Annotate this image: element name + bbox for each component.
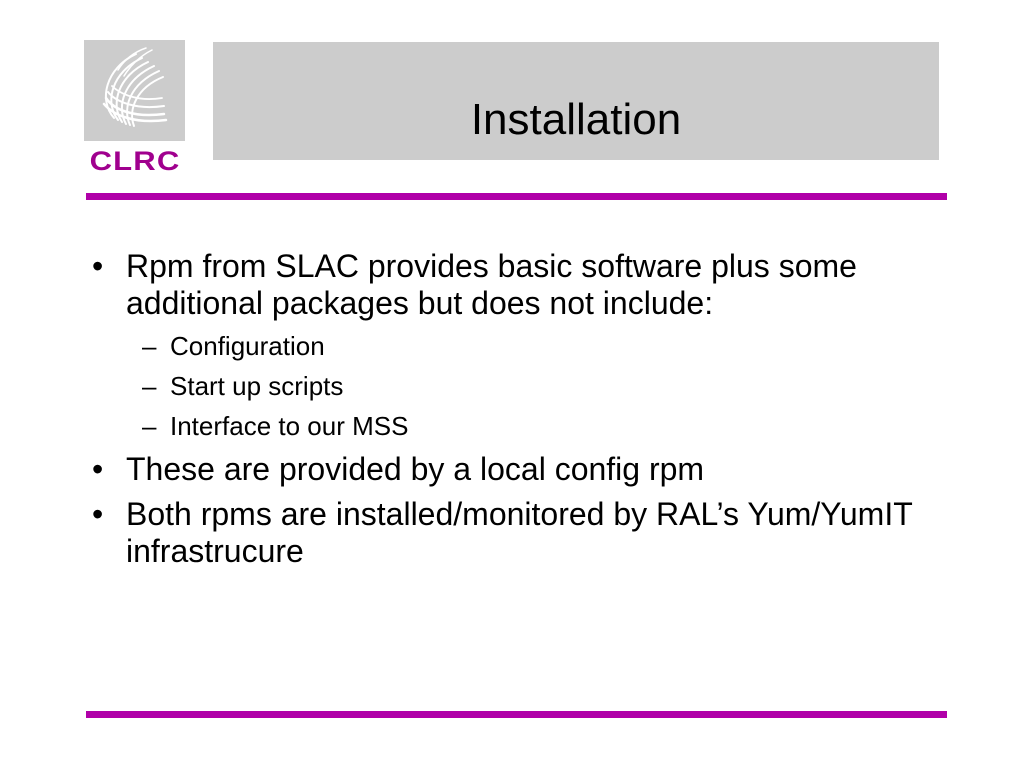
globe-swirl-icon bbox=[102, 47, 168, 127]
bullet-list: • Rpm from SLAC provides basic software p… bbox=[86, 248, 946, 578]
logo-emblem bbox=[84, 40, 185, 141]
slide-title: Installation bbox=[470, 95, 682, 144]
sub-bullet-text: Start up scripts bbox=[170, 371, 344, 401]
bullet-marker: • bbox=[92, 496, 104, 532]
sub-bullet-marker: – bbox=[142, 371, 157, 401]
sub-bullet-list: –Configuration–Start up scripts–Interfac… bbox=[86, 330, 946, 443]
bullet-item: • Both rpms are installed/monitored by RA… bbox=[86, 496, 946, 570]
sub-bullet-marker: – bbox=[142, 411, 157, 441]
sub-bullet-item: –Configuration bbox=[86, 330, 946, 363]
bullet-text: Both rpms are installed/monitored by RAL… bbox=[126, 496, 913, 569]
bottom-divider bbox=[86, 711, 947, 718]
sub-bullet-text: Configuration bbox=[170, 331, 325, 361]
logo-wordmark: CLRC bbox=[89, 146, 181, 176]
bullet-text: Rpm from SLAC provides basic software pl… bbox=[126, 248, 857, 321]
bullet-text: These are provided by a local config rpm bbox=[126, 451, 705, 487]
sub-bullet-item: –Interface to our MSS bbox=[86, 410, 946, 443]
sub-bullet-marker: – bbox=[142, 331, 157, 361]
top-divider bbox=[86, 193, 947, 200]
sub-bullet-text: Interface to our MSS bbox=[170, 411, 409, 441]
bullet-marker: • bbox=[92, 248, 104, 284]
sub-bullet-item: –Start up scripts bbox=[86, 370, 946, 403]
title-panel: Installation bbox=[213, 42, 939, 160]
bullet-item: • These are provided by a local config rp… bbox=[86, 451, 946, 488]
bullet-marker: • bbox=[92, 451, 104, 487]
bullet-item: • Rpm from SLAC provides basic software p… bbox=[86, 248, 946, 322]
